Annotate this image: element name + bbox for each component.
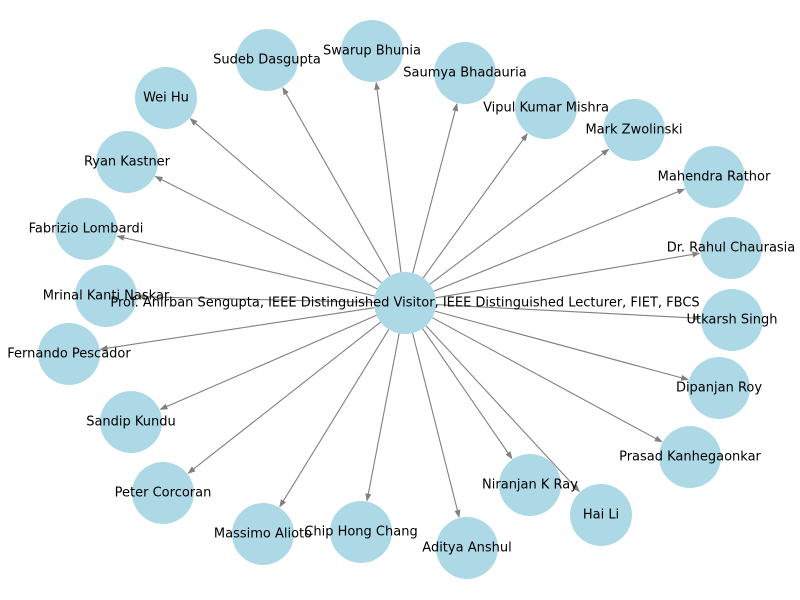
node-label-fernando-pescador: Fernando Pescador [7,347,131,362]
node-label-mrinal-kanti-naskar: Mrinal Kanti Naskar [43,289,170,304]
node-label-hai-li: Hai Li [583,508,619,523]
node-vipul-kumar-mishra[interactable] [515,77,577,139]
node-niranjan-k-ray[interactable] [499,454,561,516]
edge-fabrizio-lombardi [116,234,375,297]
node-label-peter-corcoran: Peter Corcoran [115,486,212,501]
node-label-fabrizio-lombardi: Fabrizio Lombardi [29,222,144,237]
node-mark-zwolinski[interactable] [603,99,665,161]
node-sudeb-dasgupta[interactable] [236,29,298,91]
node-label-chip-hong-chang: Chip Hong Chang [304,525,417,540]
node-fabrizio-lombardi[interactable] [55,198,117,260]
node-label-swarup-bhunia: Swarup Bhunia [323,44,421,59]
node-prasad-kanhegaonkar[interactable] [659,426,721,488]
nodes-layer [38,20,763,579]
node-mahendra-rathor[interactable] [683,146,745,208]
node-utkarsh-singh[interactable] [701,289,763,351]
edge-dipanjan-roy [434,310,690,381]
node-label-mahendra-rathor: Mahendra Rathor [658,170,771,185]
edge-fernando-pescador [99,307,375,352]
node-label-niranjan-k-ray: Niranjan K Ray [482,478,578,493]
edge-hai-li [425,325,580,493]
edge-mark-zwolinski [429,148,610,285]
node-label-ryan-kastner: Ryan Kastner [84,155,171,170]
edge-sudeb-dasgupta [282,86,391,277]
node-label-vipul-kumar-mishra: Vipul Kumar Mishra [483,101,609,116]
node-hai-li[interactable] [570,484,632,546]
edge-saumya-bhadauria [412,103,459,274]
node-swarup-bhunia[interactable] [341,20,403,82]
node-sandip-kundu[interactable] [100,391,162,453]
edge-dr-rahul-chaurasia [435,251,701,299]
node-label-aditya-anshul: Aditya Anshul [422,541,511,556]
edge-niranjan-k-ray [422,328,513,460]
edges-layer [99,81,701,518]
node-mrinal-kanti-naskar[interactable] [75,265,137,327]
node-saumya-bhadauria[interactable] [434,42,496,104]
edge-mahendra-rathor [433,188,686,292]
edge-massimo-alioto [279,329,390,508]
node-peter-corcoran[interactable] [132,462,194,524]
node-label-dipanjan-roy: Dipanjan Roy [676,381,762,396]
node-label-wei-hu: Wei Hu [143,91,189,106]
node-label-saumya-bhadauria: Saumya Bhadauria [403,66,526,81]
edge-sandip-kundu [159,314,377,410]
node-center[interactable] [374,272,436,334]
edge-swarup-bhunia [374,81,402,273]
node-label-massimo-alioto: Massimo Alioto [214,527,312,542]
edge-prasad-kanhegaonkar [432,317,663,443]
node-dipanjan-roy[interactable] [688,357,750,419]
node-label-utkarsh-singh: Utkarsh Singh [687,313,778,328]
node-label-dr-rahul-chaurasia: Dr. Rahul Chaurasia [667,241,796,256]
node-label-center: Prof. Anirban Sengupta, IEEE Distinguish… [110,296,699,311]
edge-ryan-kastner [154,176,378,290]
edge-wei-hu [189,118,382,284]
edge-peter-corcoran [187,321,381,474]
node-fernando-pescador[interactable] [38,323,100,385]
node-label-mark-zwolinski: Mark Zwolinski [585,123,682,138]
edge-vipul-kumar-mishra [422,133,528,279]
node-wei-hu[interactable] [135,67,197,129]
node-aditya-anshul[interactable] [436,517,498,579]
edge-aditya-anshul [412,332,461,518]
edge-chip-hong-chang [365,333,400,502]
edge-utkarsh-singh [435,304,701,321]
node-label-sandip-kundu: Sandip Kundu [86,415,176,430]
edge-mrinal-kanti-naskar [137,293,375,303]
node-dr-rahul-chaurasia[interactable] [700,217,762,279]
node-label-sudeb-dasgupta: Sudeb Dasgupta [213,53,321,68]
node-label-prasad-kanhegaonkar: Prasad Kanhegaonkar [619,450,761,465]
node-chip-hong-chang[interactable] [330,501,392,563]
node-ryan-kastner[interactable] [96,131,158,193]
node-massimo-alioto[interactable] [232,503,294,565]
